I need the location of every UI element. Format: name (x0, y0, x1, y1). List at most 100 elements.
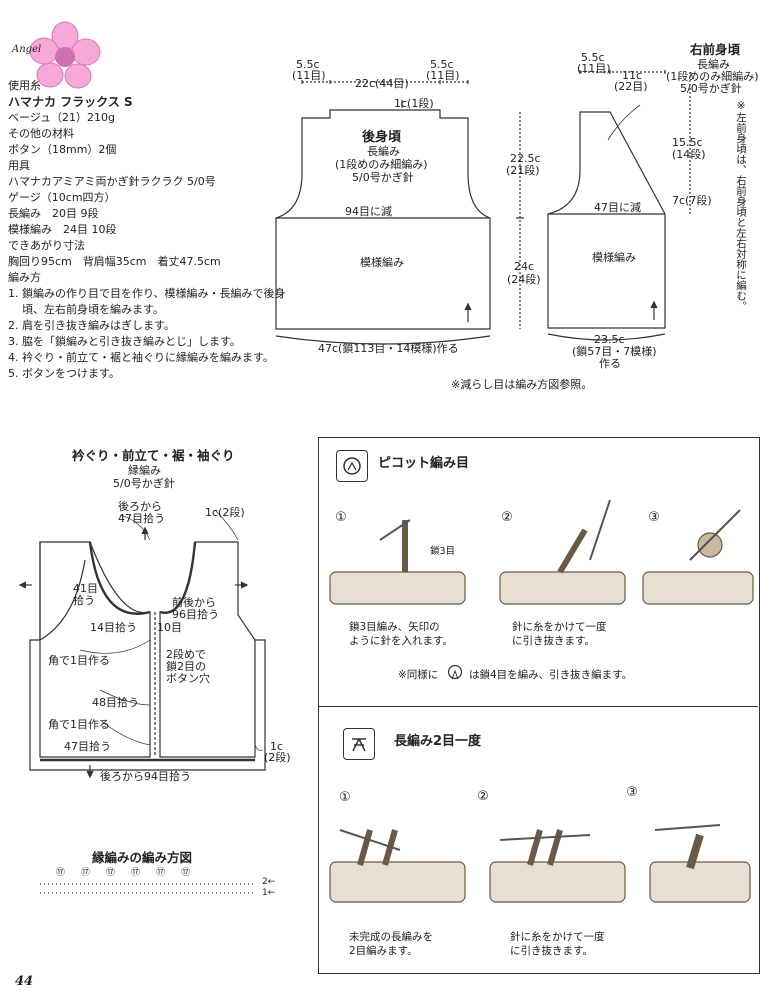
front-shoulder-rows: (11目) (577, 62, 611, 75)
border-back-pick2: 47目拾う (118, 512, 165, 525)
picot-note-a: ※同様に (398, 669, 439, 681)
picot-mark-2: ⑰ (81, 868, 107, 878)
panel-divider (318, 706, 758, 707)
chart-picot-marks: ⑰⑰⑰⑰⑰⑰ (56, 868, 206, 879)
size-label: できあがり寸法 (8, 239, 85, 252)
vest-outline (39, 541, 151, 758)
border-row-end2: (2段) (264, 751, 291, 764)
border-title: 衿ぐり・前立て・裾・袖ぐり (72, 448, 235, 463)
dc2tog-symbol-icon (352, 738, 366, 752)
border-pick47: 47目拾う (64, 740, 111, 753)
back-stitch: 長編み (367, 145, 400, 158)
back-stitch-note: (1段めのみ細編み) (335, 158, 428, 171)
picot-mark-1: ⑰ (56, 868, 82, 878)
step-4: 4. 衿ぐり・前立て・裾と袖ぐりに縁編みを編みます。 (8, 351, 274, 364)
front-body-outline (547, 111, 666, 329)
chart-row1: 1← (262, 888, 276, 898)
back-body-rows: (24段) (507, 273, 541, 286)
gauge-pattern: 模様編み 24目 10段 (8, 223, 117, 236)
dc2tog-symbol-badge (343, 728, 375, 760)
picot-step-1: ① (335, 510, 347, 525)
border-btn3: ボタン穴 (166, 672, 210, 685)
picot-step2-illustration (499, 499, 626, 605)
front-neck-rows: (22目) (614, 80, 648, 93)
picot-mark-6: ⑰ (181, 868, 207, 878)
back-yoke-height: 22.5c (510, 152, 541, 165)
front-decrease: 47目に減 (594, 201, 641, 214)
border-bottom-pick: 後ろから94目拾う (100, 770, 191, 783)
front-bottom: 23.5c (594, 333, 625, 346)
dc2tog-step1-illustration (329, 829, 466, 903)
dc2tog-caption-1b: 2目編みます。 (349, 945, 418, 957)
yarn-name: ハマナカ フラックス S (8, 95, 133, 109)
dc2tog-step2-illustration (489, 829, 626, 903)
front-neck-depth: 15.5c (672, 136, 703, 149)
picot-symbol-badge (336, 450, 368, 482)
front-neck: 11c (622, 69, 643, 82)
border-front-pick: 前後から (172, 596, 216, 609)
picot-step1-illustration (329, 519, 466, 605)
picot-mark-4: ⑰ (131, 868, 157, 878)
border-ten: 10目 (157, 621, 182, 634)
picot-mark-5: ⑰ (156, 868, 182, 878)
page-number: 44 (15, 974, 34, 989)
front-stitch: 長編み (697, 58, 730, 71)
back-neck-width: 22c(44目) (355, 77, 409, 90)
picot-note-icon (446, 664, 464, 682)
front-arm-depth: 7c(7段) (672, 194, 712, 207)
border-corner1: 角で1目作る (48, 654, 110, 667)
method-label: 編み方 (8, 271, 41, 284)
back-shoulder-right: 5.5c (430, 58, 454, 71)
step-2: 2. 肩を引き抜き編みはぎします。 (8, 319, 175, 332)
tools-label: 用具 (8, 159, 30, 172)
border-btn2: 鎖2目の (166, 660, 206, 673)
dc2tog-step-2: ② (477, 789, 489, 804)
border-pick48: 48目拾う (92, 696, 139, 709)
logo-text: Angel (12, 44, 42, 55)
dc2tog-step3-illustration (649, 824, 751, 903)
picot-symbol-icon (343, 457, 361, 475)
picot-step3-illustration (642, 509, 754, 605)
front-side-note: ※左前身頃は、右前身頃と左右対称に編む。 (735, 100, 747, 312)
picot-mark-3: ⑰ (106, 868, 132, 878)
border-left41b: 拾う (73, 594, 95, 607)
back-bottom: 47c(鎖113目・14模様)作る (318, 342, 459, 355)
front-bottom-make: 作る (599, 357, 621, 370)
front-shoulder: 5.5c (581, 51, 605, 64)
border-row-end: 1c (270, 740, 284, 753)
size-values: 胸回り95cm 背肩幅35cm 着丈47.5cm (8, 255, 221, 268)
back-shoulder-left: 5.5c (296, 58, 320, 71)
chart-row2: 2← (262, 877, 276, 887)
picot-chain-label: 鎖3目 (430, 546, 456, 557)
gauge-label: ゲージ（10cm四方） (8, 191, 116, 204)
chart-title: 縁編みの編み方図 (92, 850, 193, 865)
other-materials-label: その他の材料 (8, 127, 74, 140)
picot-caption-2b: に引き抜きます。 (512, 635, 595, 647)
picot-caption-1a: 鎖3目編み、矢印の (349, 621, 440, 633)
picot-caption-2a: 針に糸をかけて一度 (512, 621, 607, 633)
front-hook: 5/0号かぎ針 (680, 82, 742, 95)
flower-logo (28, 20, 103, 90)
back-shoulder-left-rows: (11目) (292, 69, 326, 82)
dc2tog-step-1: ① (339, 790, 351, 805)
yarn-color: ベージュ（21）210g (8, 111, 115, 124)
picot-note-b: は鎖4目を編み、引き抜き編ます。 (469, 669, 633, 681)
border-corner2: 角で1目作る (48, 718, 110, 731)
picot-title: ピコット編み目 (378, 456, 470, 471)
back-yoke-rows: (21段) (506, 164, 540, 177)
materials-title: 使用糸 (8, 79, 41, 92)
picot-step-2: ② (501, 510, 513, 525)
border-left41: 41目 (73, 582, 98, 595)
back-decrease: 94目に減 (345, 205, 392, 218)
step-1: 1. 鎖編みの作り目で目を作り、模様編み・長編みで後身頃、左右前身頃を編みます。 (8, 287, 286, 316)
border-hook: 5/0号かぎ針 (113, 477, 175, 490)
picot-step-3: ③ (648, 510, 660, 525)
front-neck-depth-rows: (14段) (672, 148, 706, 161)
back-neck-row: 1c(1段) (394, 97, 434, 110)
front-bottom-rows: (鎖57目・7模様) (572, 345, 657, 358)
back-pattern: 模様編み (360, 256, 404, 269)
border-stitch: 縁編み (128, 464, 161, 477)
front-stitch-note: (1段めのみ細編み) (666, 70, 759, 83)
back-body-height: 24c (514, 260, 535, 273)
